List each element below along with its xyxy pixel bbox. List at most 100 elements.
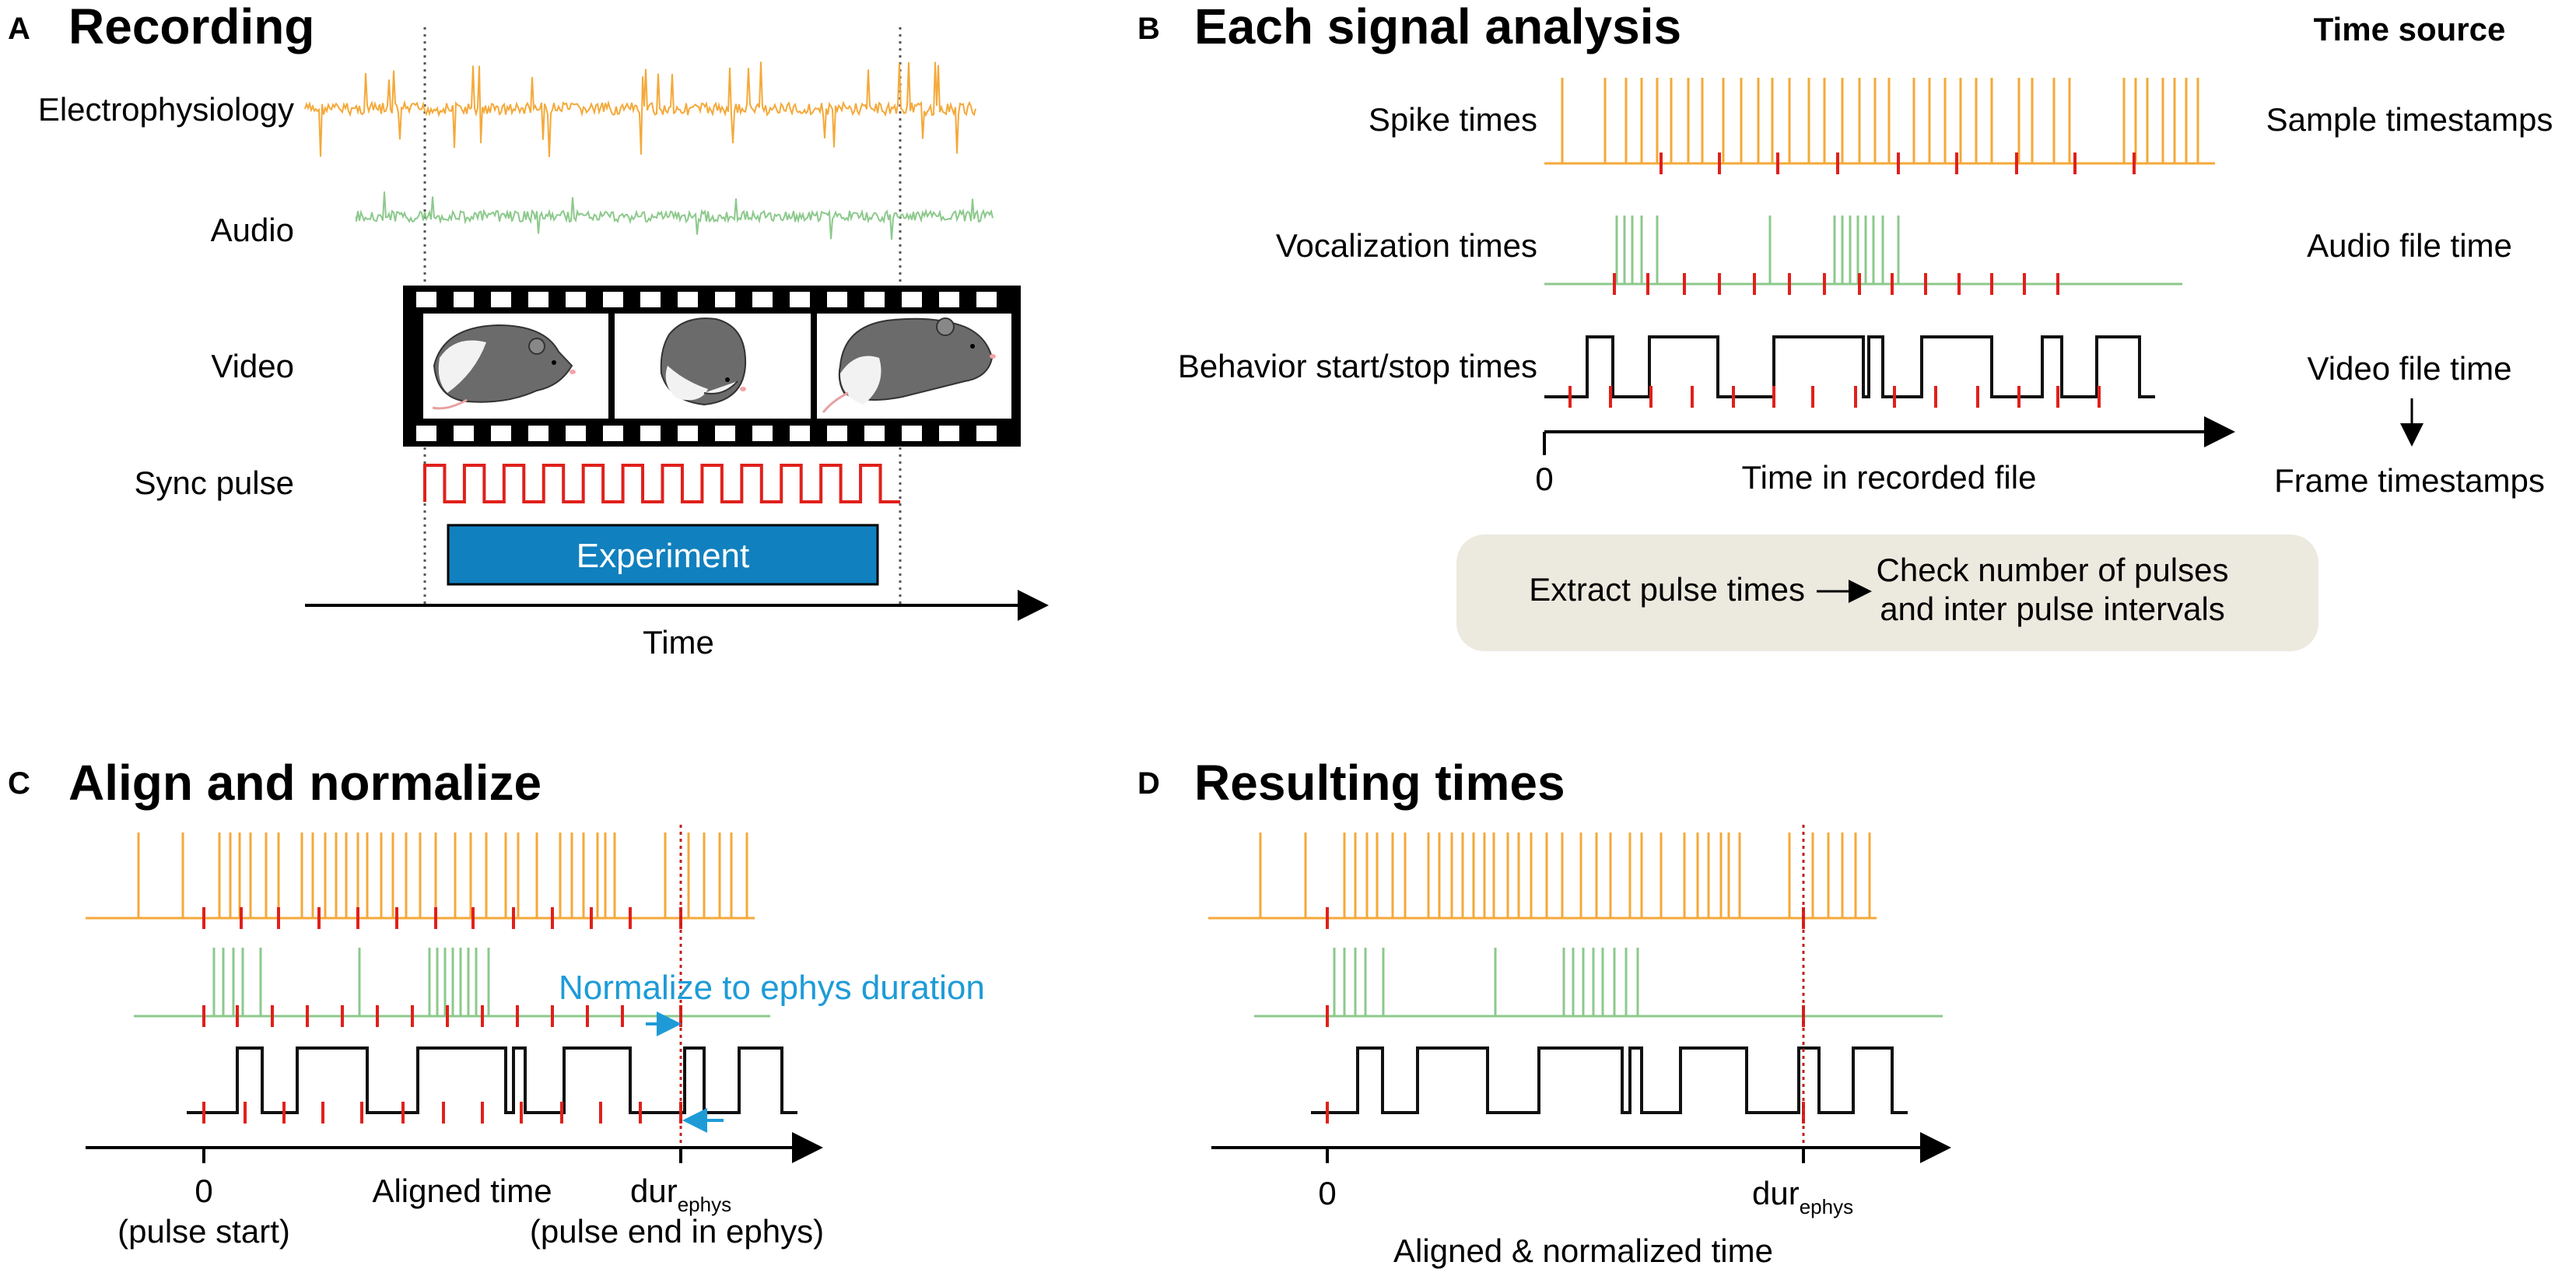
film-perforation — [454, 426, 474, 441]
film-perforation — [566, 292, 586, 307]
film-perforation — [715, 292, 735, 307]
rat-illustration-2 — [660, 317, 747, 406]
panel-d-letter: D — [1137, 766, 1160, 801]
aligned-axis-end-sub: (pulse end in ephys) — [530, 1213, 824, 1250]
experiment-label: Experiment — [577, 537, 750, 575]
time-axis-b-label: Time in recorded file — [1742, 459, 2037, 496]
film-perforation — [827, 426, 847, 441]
panel-d-title: Resulting times — [1194, 755, 1565, 811]
film-perforation — [976, 426, 997, 441]
film-perforation — [640, 426, 661, 441]
film-perforation — [678, 292, 698, 307]
film-perforation — [603, 426, 623, 441]
aligned-axis-label: Aligned time — [372, 1173, 552, 1209]
video-film-strip — [403, 286, 1021, 447]
aligned-axis-zero: 0 — [195, 1173, 212, 1209]
vocalization-train-c — [134, 948, 770, 1027]
behavior-square-wave — [1544, 335, 2155, 398]
film-perforation — [528, 292, 548, 307]
source-frame-timestamps: Frame timestamps — [2274, 462, 2545, 499]
vocalization-train-d — [1254, 948, 1943, 1027]
dur-main: dur — [630, 1173, 678, 1209]
film-perforation — [939, 292, 959, 307]
film-perforation — [678, 426, 698, 441]
rat-illustration-3 — [822, 317, 996, 413]
vocalization-train-b — [1544, 216, 2182, 295]
film-perforation — [790, 426, 810, 441]
panel-c-title: Align and normalize — [68, 755, 541, 811]
ephys-trace — [304, 61, 976, 157]
film-perforation — [566, 426, 586, 441]
film-perforation — [491, 292, 511, 307]
panel-a-letter: A — [8, 12, 30, 46]
check-pulses-label-2: and inter pulse intervals — [1880, 591, 2225, 627]
source-video-file-time: Video file time — [2307, 350, 2511, 387]
row-label-spike-times: Spike times — [1369, 101, 1537, 138]
row-label-video: Video — [211, 348, 294, 384]
sync-square-wave — [423, 464, 900, 503]
row-label-vocalization-times: Vocalization times — [1276, 227, 1537, 264]
film-perforation — [715, 426, 735, 441]
film-perforation — [864, 426, 885, 441]
aligned-axis-zero-sub: (pulse start) — [117, 1213, 290, 1250]
time-axis-b-zero: 0 — [1535, 461, 1553, 497]
source-sample-timestamps: Sample timestamps — [2266, 101, 2553, 138]
panel-c-letter: C — [8, 766, 30, 801]
audio-trace — [356, 191, 994, 240]
row-label-sync-pulse: Sync pulse — [135, 464, 294, 501]
panel-c: C Align and normalize Normalize to ephys… — [8, 755, 985, 1250]
film-perforation — [416, 426, 436, 441]
panel-a: A Recording Electrophysiology Audio Vide… — [8, 0, 1049, 661]
behavior-trace-d — [1311, 1046, 1908, 1124]
film-perforation — [790, 292, 810, 307]
source-audio-file-time: Audio file time — [2307, 227, 2512, 264]
panel-d: D Resulting times 0 durephys Aligned & n… — [1137, 755, 1951, 1269]
normalize-label: Normalize to ephys duration — [559, 969, 985, 1007]
behavior-trace-b — [1544, 335, 2155, 408]
film-perforation — [752, 426, 773, 441]
row-label-electrophysiology: Electrophysiology — [38, 91, 294, 128]
pulse-check-box — [1456, 535, 2318, 651]
spike-train-c — [86, 833, 755, 929]
film-perforation — [827, 292, 847, 307]
experiment-bar — [447, 524, 879, 586]
behavior-trace-c — [187, 1046, 797, 1124]
film-perforation — [491, 426, 511, 441]
normalized-axis-label: Aligned & normalized time — [1393, 1232, 1773, 1269]
dur-main-d: dur — [1752, 1175, 1800, 1211]
behavior-square-wave — [187, 1046, 797, 1114]
sync-pulse-trace — [423, 464, 900, 503]
time-axis-a-label: Time — [643, 624, 714, 661]
ephys-waveform — [304, 61, 976, 157]
panel-b-letter: B — [1137, 12, 1160, 46]
rat-illustration-1 — [432, 324, 576, 410]
film-perforation — [902, 426, 922, 441]
panel-b-title: Each signal analysis — [1194, 0, 1681, 54]
spike-train-b — [1544, 78, 2215, 174]
normalized-axis-zero: 0 — [1318, 1175, 1336, 1211]
film-perforation — [528, 426, 548, 441]
film-perforation — [603, 292, 623, 307]
film-perforation — [640, 292, 661, 307]
normalized-axis-dur: durephys — [1752, 1175, 1853, 1218]
film-perforation — [939, 426, 959, 441]
extract-pulse-times-label: Extract pulse times — [1529, 571, 1805, 608]
panel-a-title: Recording — [68, 0, 314, 54]
panel-b: B Each signal analysis Time source Spike… — [1137, 0, 2553, 651]
film-perforation — [416, 292, 436, 307]
film-perforation — [752, 292, 773, 307]
film-perforation — [454, 292, 474, 307]
film-perforation — [976, 292, 997, 307]
row-label-behavior-times: Behavior start/stop times — [1178, 348, 1537, 384]
aligned-axis-dur: durephys — [630, 1173, 731, 1216]
row-label-audio: Audio — [211, 212, 294, 248]
spike-train-d — [1208, 833, 1877, 929]
film-perforation — [902, 292, 922, 307]
audio-waveform — [356, 191, 994, 240]
check-pulses-label-1: Check number of pulses — [1877, 552, 2229, 588]
dur-sub-d: ephys — [1800, 1195, 1853, 1218]
film-perforation — [864, 292, 885, 307]
time-source-header: Time source — [2314, 11, 2506, 47]
behavior-square-wave — [1311, 1046, 1908, 1114]
